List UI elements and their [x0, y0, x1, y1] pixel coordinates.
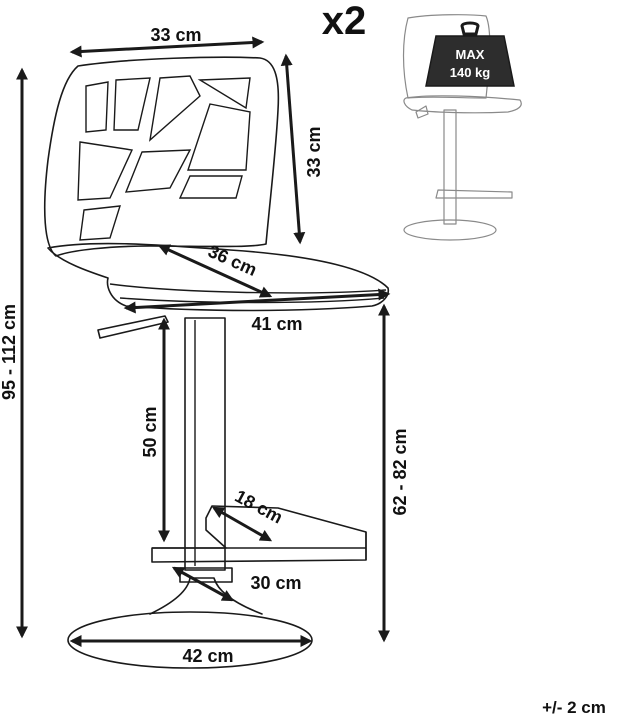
footrest-width-arrow	[171, 566, 235, 602]
weight-icon	[425, 21, 515, 87]
column-height-label: 50 cm	[140, 406, 160, 457]
max-load-illustration: MAX 140 kg	[402, 14, 522, 241]
footrest-depth-arrow	[211, 506, 273, 542]
dimension-lines	[15, 36, 391, 647]
total-height-label: 95 - 112 cm	[0, 304, 19, 400]
small-stool-drawing	[402, 14, 522, 241]
seat-width-arrow	[123, 288, 391, 314]
max-load-line1: MAX	[456, 47, 485, 62]
quantity-label: x2	[322, 0, 367, 43]
stool-column	[179, 317, 233, 583]
backrest-width-label: 33 cm	[150, 25, 201, 45]
backrest-width-arrow	[69, 36, 265, 58]
seat-height-label: 62 - 82 cm	[390, 428, 410, 515]
backrest-height-arrow	[280, 53, 306, 245]
max-load-line2: 140 kg	[450, 65, 491, 80]
backrest-height-label: 33 cm	[304, 126, 324, 177]
tolerance-label: +/- 2 cm	[542, 698, 606, 717]
stool-drawing	[43, 56, 390, 669]
seat-depth-arrow	[157, 244, 273, 298]
stool-backrest	[43, 56, 280, 257]
seat-width-label: 41 cm	[251, 314, 302, 334]
footrest-width-label: 30 cm	[250, 573, 301, 593]
base-diameter-label: 42 cm	[182, 646, 233, 666]
stool-lever	[97, 315, 169, 339]
